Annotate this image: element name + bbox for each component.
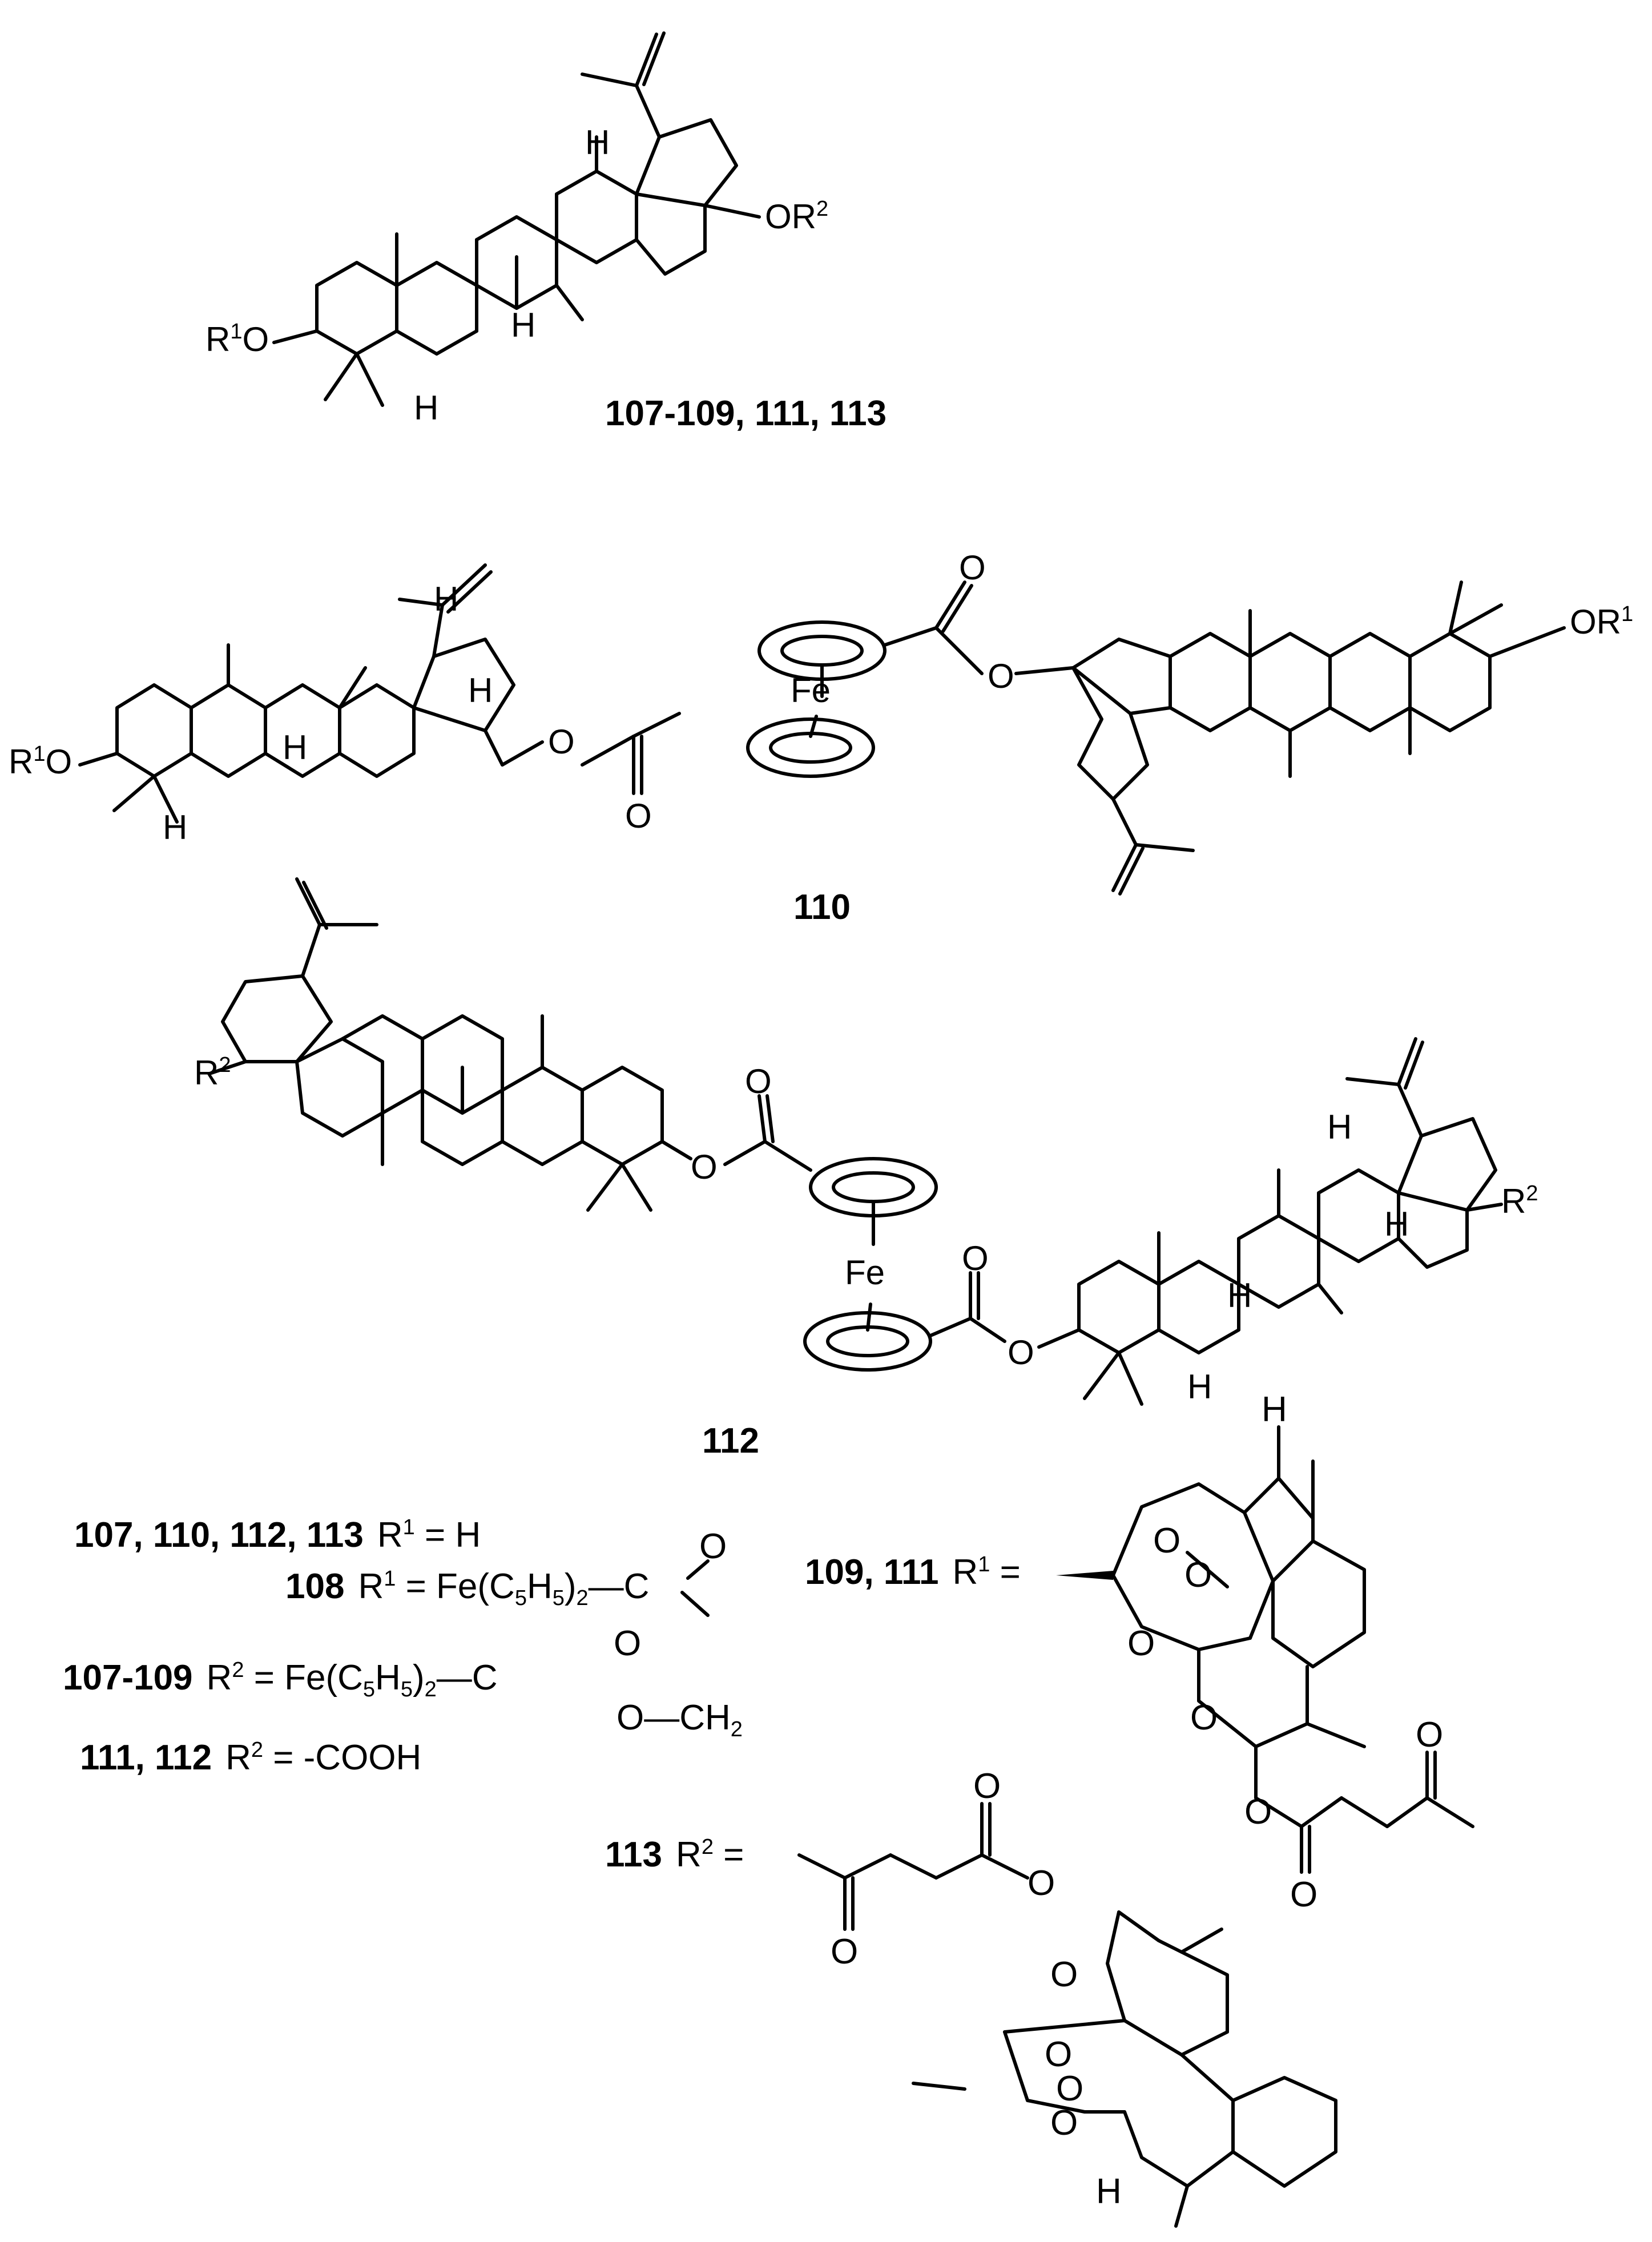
fe-label-112: Fe (845, 1253, 885, 1292)
substituent-line-4: 111, 112 R2 = -COOH (80, 1738, 421, 1777)
h-label: H (468, 671, 493, 709)
substituent-line-5: 109, 111 R1 = (805, 1553, 1021, 1592)
ester-o-right-110: O (988, 657, 1014, 695)
h-label: H (1384, 1205, 1409, 1243)
ester-o: O (1028, 1864, 1055, 1903)
peroxide-o1: O (1153, 1521, 1180, 1560)
carbonyl-o-right-110: O (959, 549, 986, 587)
r1-label: R1O (206, 320, 269, 358)
ring-o4: O (1050, 2103, 1078, 2143)
keto-o3: O (831, 1932, 858, 1971)
or2-label: OR2 (765, 197, 828, 236)
ring-o3: O (1050, 1955, 1078, 1994)
peroxide-o4: O (1056, 2069, 1083, 2108)
line2-carbonyl-o: O (699, 1527, 727, 1566)
ester-o-right-112: O (1008, 1333, 1034, 1372)
artemisinin-r1-structure (1056, 1425, 1474, 1874)
substituent-line-1: 107, 110, 112, 113 R1 = H (74, 1515, 481, 1555)
compound-label-110: 110 (793, 888, 851, 927)
h-label: H (1262, 1390, 1287, 1429)
compound-label-112: 112 (702, 1421, 759, 1461)
carbonyl-o-left-112: O (745, 1062, 772, 1100)
ring-o: O (1127, 1624, 1155, 1663)
fe-label-110: Fe (791, 671, 831, 709)
line3-carbonyl-o: O (614, 1624, 641, 1663)
h-label: H (511, 306, 535, 344)
ring-o2: O (1190, 1698, 1218, 1737)
r2-right-112: R2 (1501, 1182, 1538, 1220)
artemisinin-r2-structure (797, 1802, 1337, 2228)
ester-o: O (1244, 1792, 1272, 1832)
carbonyl-o-left-110: O (625, 797, 652, 835)
r1o-left-110: R1O (9, 742, 72, 781)
h-label: H (1187, 1368, 1212, 1406)
line3-och2: O—CH2 (617, 1698, 743, 1741)
line2-wavy-bond (680, 1591, 710, 1617)
h-label: H (434, 580, 458, 618)
keto-o1: O (1290, 1875, 1317, 1914)
ester-o-left-110: O (548, 723, 575, 761)
peroxide-o3: O (1045, 2035, 1072, 2074)
compound-110-structure (78, 563, 1566, 896)
line2-carbonyl-bond (686, 1559, 710, 1580)
keto-o4: O (973, 1767, 1001, 1806)
h-label: H (1227, 1276, 1252, 1314)
ester-o-left-112: O (691, 1148, 718, 1186)
keto-o2: O (1416, 1715, 1443, 1755)
h-label: H (585, 123, 610, 162)
compound-label-107-113: 107-109, 111, 113 (605, 394, 887, 433)
h-label: H (1327, 1108, 1352, 1146)
substituent-line-2: 108 R1 = Fe(C5H5)2—C (285, 1567, 649, 1610)
h-label: H (414, 389, 438, 427)
r2-left-112: R2 (194, 1053, 231, 1092)
compound-112-structure (209, 877, 1503, 1406)
or1-right-110: OR1 (1570, 602, 1633, 641)
h-label: H (283, 728, 307, 767)
substituent-line-3: 107-109 R2 = Fe(C5H5)2—C (63, 1658, 498, 1701)
h-label: H (163, 808, 187, 846)
lupane-scaffold-top (272, 31, 761, 407)
peroxide-o2: O (1184, 1555, 1212, 1595)
substituent-line-6: 113 R2 = (605, 1835, 744, 1874)
h-label: H (1096, 2172, 1122, 2211)
carbonyl-o-right-112: O (962, 1239, 989, 1277)
